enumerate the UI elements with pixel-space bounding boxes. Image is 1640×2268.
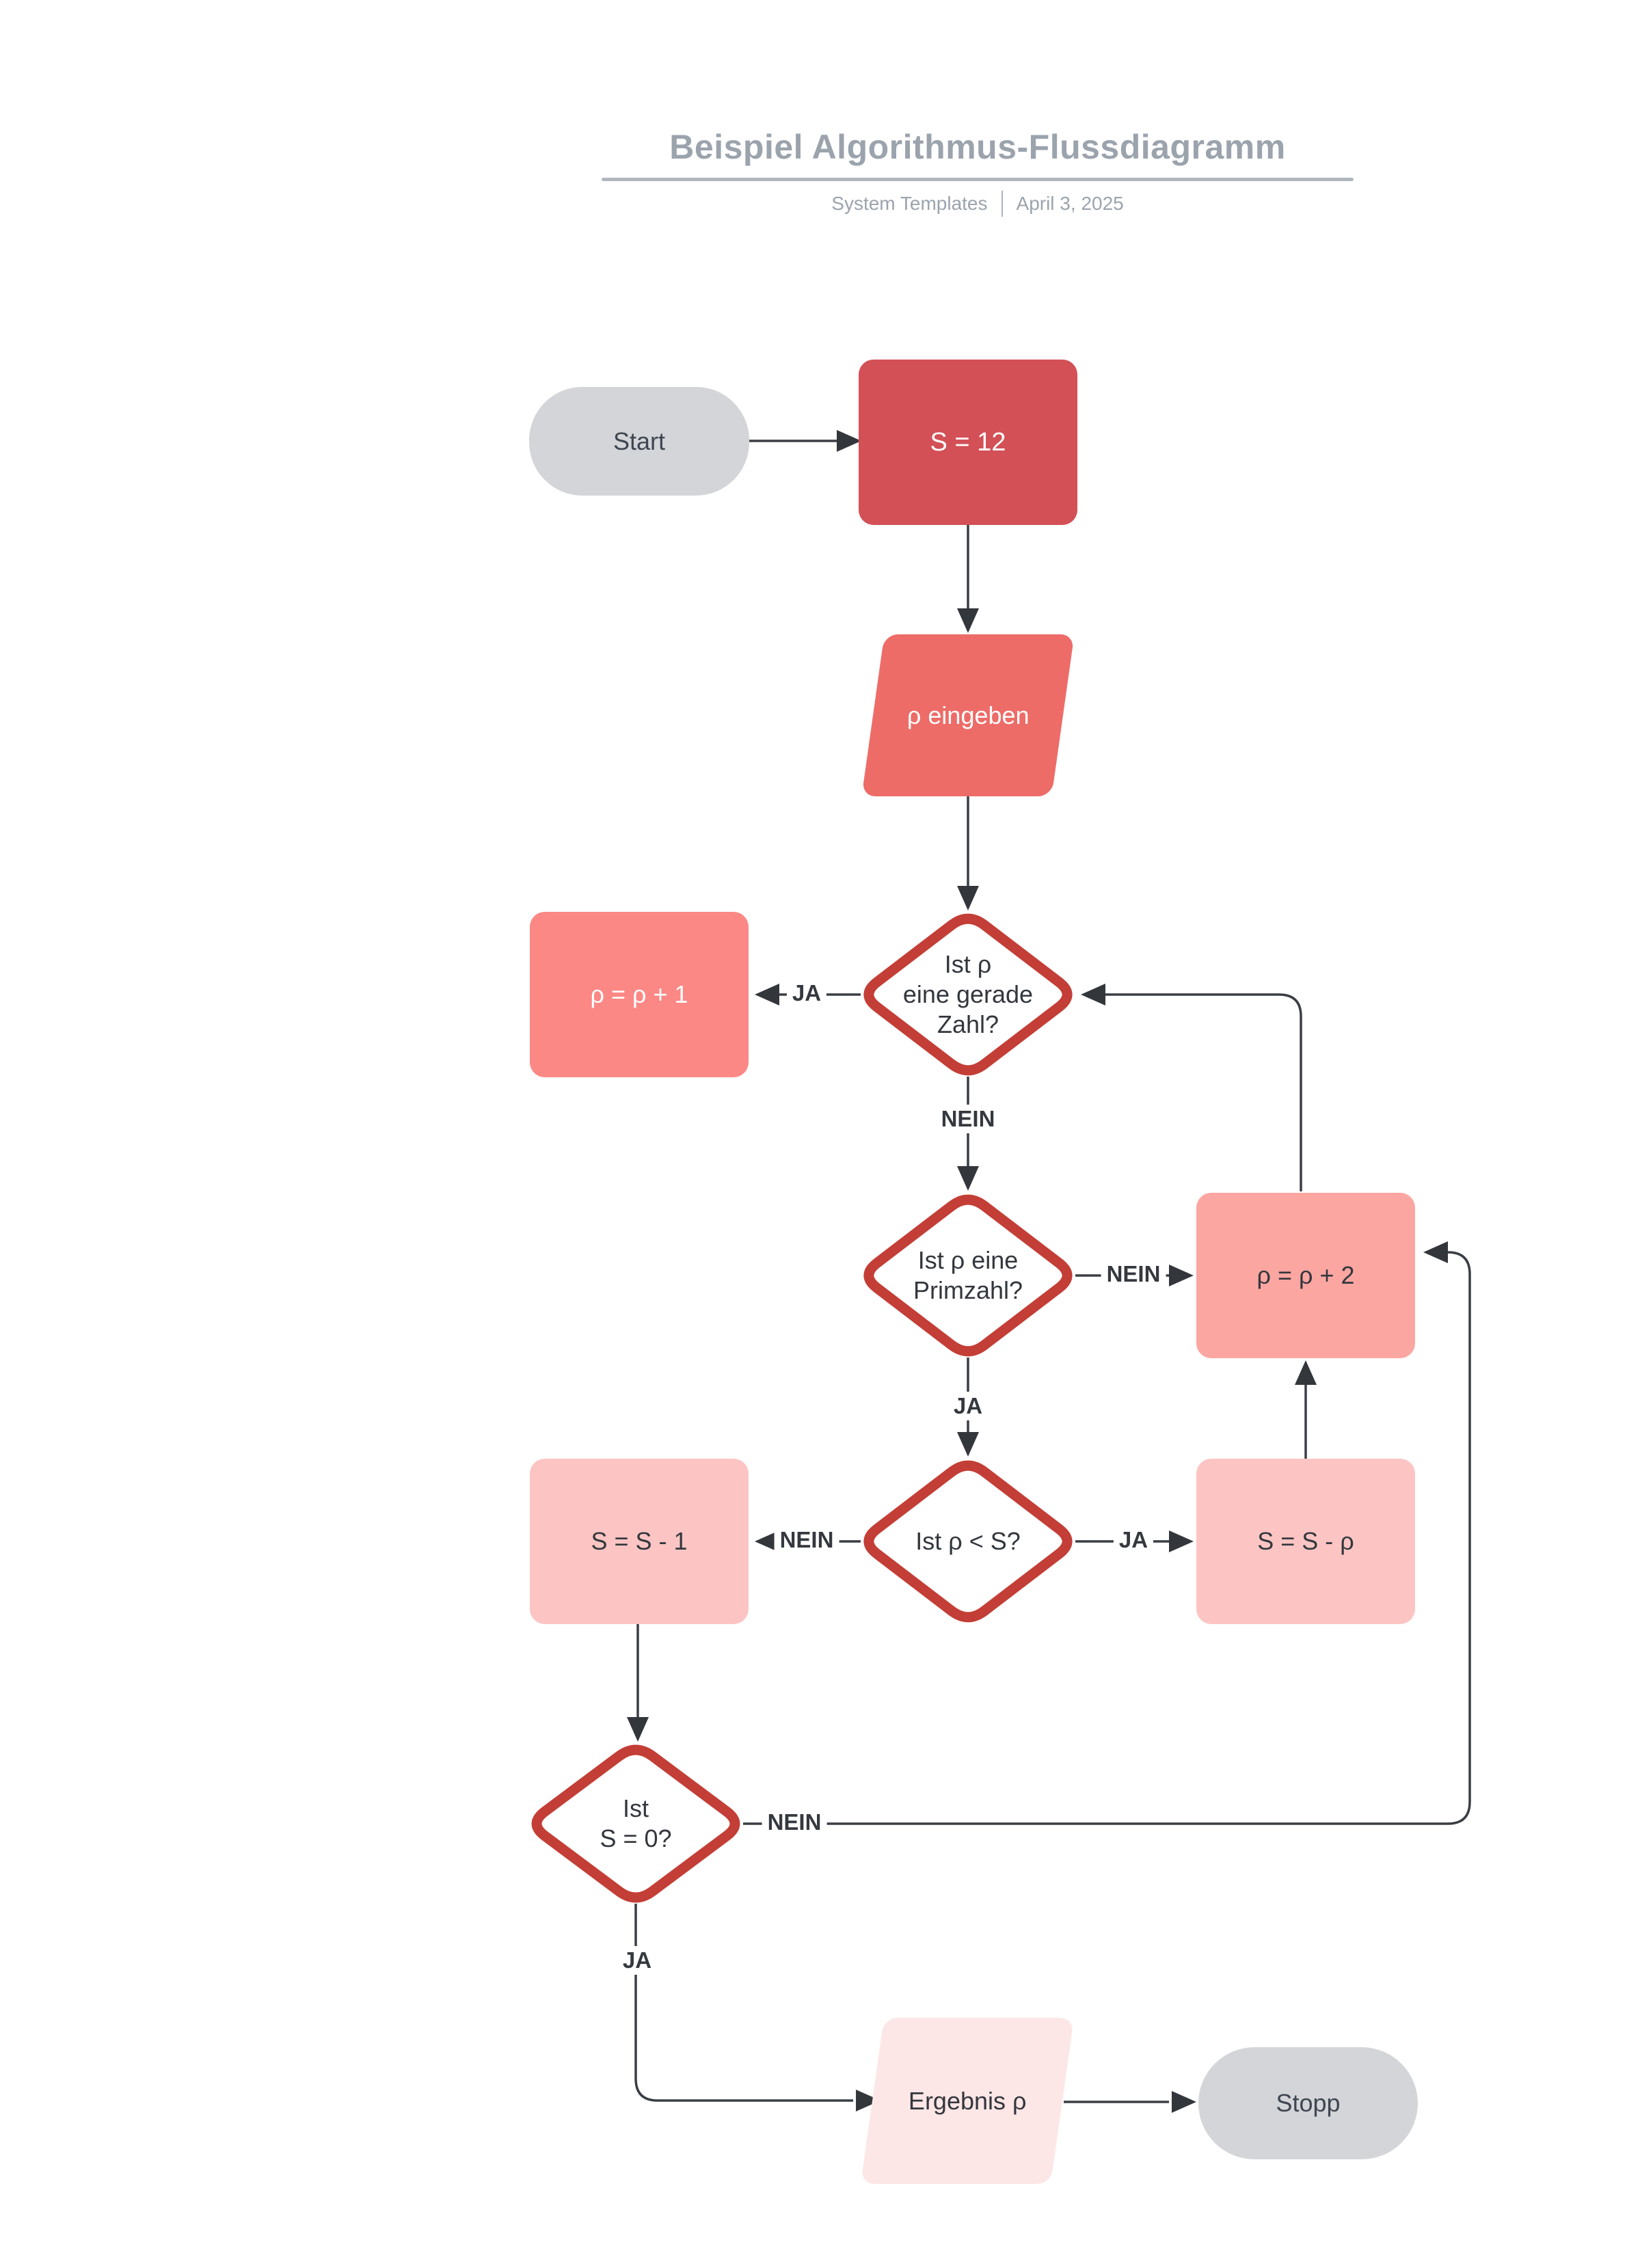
page-header: Beispiel Algorithmus-Flussdiagramm Syste…: [465, 127, 1490, 217]
edge-label-prime-ja: JA: [947, 1392, 989, 1420]
increment-two-process: ρ = ρ + 2: [1196, 1193, 1415, 1358]
increment-two-label: ρ = ρ + 2: [1256, 1261, 1355, 1289]
decision-zero-text: Ist S = 0?: [600, 1794, 672, 1852]
arrowhead: [755, 984, 779, 1005]
arrowhead: [1169, 1530, 1194, 1552]
title-underline: [602, 178, 1354, 181]
input-label: ρ eingeben: [906, 701, 1030, 729]
decision-even-text: Ist ρ eine gerade Zahl?: [902, 950, 1034, 1038]
subtitle-divider: [1001, 191, 1003, 217]
decision-prime-shape: [863, 1194, 1073, 1357]
arrowhead: [1169, 1265, 1194, 1286]
edge-label-less-ja: JA: [1113, 1526, 1154, 1554]
stop-label: Stopp: [1276, 2089, 1341, 2117]
arrowhead: [957, 1166, 979, 1191]
decrement-one-label: S = S - 1: [591, 1527, 688, 1555]
edge-label-zero-nein: NEIN: [762, 1808, 827, 1837]
edge-inctwo-even-loop: [1103, 993, 1302, 1191]
decision-even-shape: [863, 913, 1073, 1076]
output-parallelogram: Ergebnis ρ: [860, 2018, 1075, 2184]
edge-label-even-ja: JA: [786, 979, 827, 1008]
edge-label-zero-ja: JA: [617, 1946, 658, 1975]
decision-prime-text: Ist ρ eine Primzahl?: [913, 1246, 1023, 1304]
edge-label-even-nein: NEIN: [935, 1105, 1001, 1133]
arrowhead: [1081, 984, 1105, 1005]
arrowhead: [957, 886, 979, 910]
arrowhead: [1172, 2091, 1196, 2113]
page-title: Beispiel Algorithmus-Flussdiagramm: [669, 128, 1286, 166]
start-terminator: Start: [529, 387, 749, 496]
arrowhead: [627, 1717, 649, 1742]
edge-zero-output: [634, 1904, 853, 2102]
subtract-rho-label: S = S - ρ: [1257, 1527, 1354, 1555]
page-subtitle: System Templates April 3, 2025: [465, 191, 1490, 217]
arrowhead: [957, 1432, 979, 1457]
edge-zero-inctwo-loop: [743, 1251, 1471, 1825]
decrement-one-process: S = S - 1: [530, 1459, 749, 1624]
init-label: S = 12: [930, 427, 1006, 457]
increment-one-process: ρ = ρ + 1: [530, 912, 749, 1077]
arrowhead: [837, 430, 861, 452]
arrowhead: [856, 2090, 881, 2111]
arrowhead: [1423, 1241, 1448, 1263]
init-process: S = 12: [859, 360, 1077, 525]
edge-label-prime-nein: NEIN: [1101, 1260, 1166, 1288]
author-label: System Templates: [831, 193, 988, 214]
increment-one-label: ρ = ρ + 1: [590, 980, 688, 1008]
output-label: Ergebnis ρ: [908, 2086, 1027, 2115]
input-parallelogram: ρ eingeben: [861, 634, 1075, 796]
arrowhead: [957, 608, 979, 633]
decision-zero-shape: [531, 1744, 740, 1903]
edge-label-less-nein: NEIN: [774, 1526, 839, 1554]
arrowhead: [755, 1530, 779, 1552]
subtract-rho-process: S = S - ρ: [1196, 1459, 1415, 1624]
start-label: Start: [613, 427, 666, 455]
date-label: April 3, 2025: [1016, 193, 1124, 214]
decision-less-shape: [863, 1460, 1073, 1623]
decision-less-text: Ist ρ < S?: [915, 1527, 1021, 1556]
arrowhead: [1295, 1360, 1317, 1385]
stop-terminator: Stopp: [1198, 2047, 1418, 2159]
